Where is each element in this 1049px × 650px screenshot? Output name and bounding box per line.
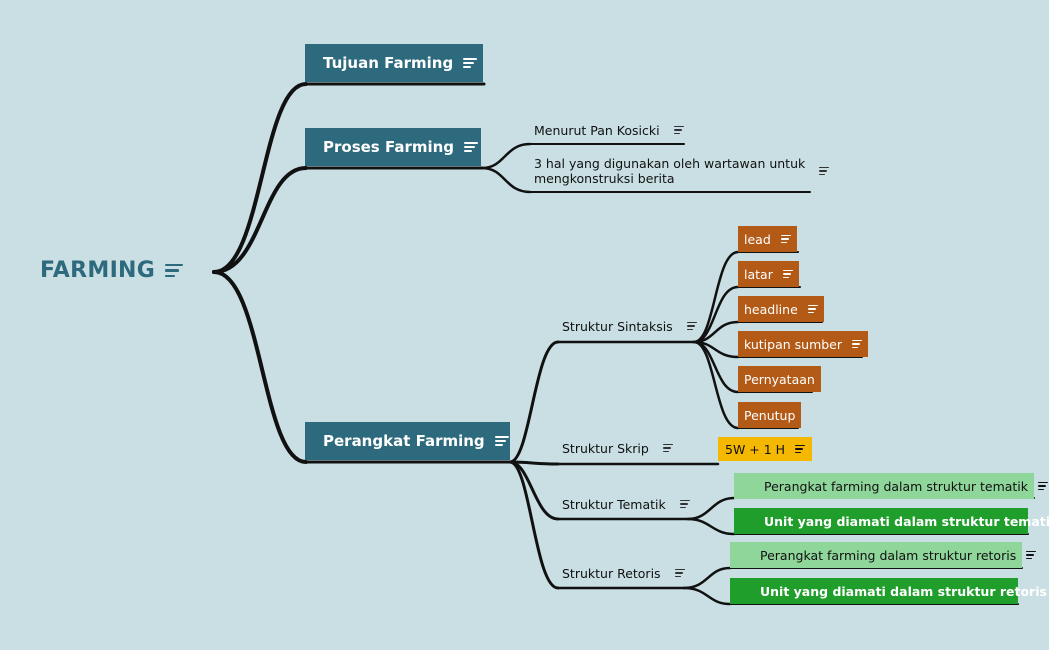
subtopic-label: Struktur Skrip: [562, 440, 649, 456]
branch-sintaksis-penutup: [692, 340, 740, 430]
notes-icon[interactable]: [686, 320, 697, 332]
notes-icon[interactable]: [494, 434, 509, 448]
notes-icon[interactable]: [674, 567, 685, 579]
leaf-latar[interactable]: latar: [738, 261, 799, 287]
leaf-penutup[interactable]: Penutup: [738, 402, 802, 428]
notes-icon[interactable]: [780, 233, 791, 245]
leaf-lead[interactable]: lead: [738, 226, 797, 252]
leaf-perangkat-retoris[interactable]: Perangkat farming dalam struktur retoris: [730, 542, 1037, 568]
topic-tujuan-farming[interactable]: Tujuan Farming: [305, 44, 483, 82]
branch-proses-2: [480, 166, 532, 194]
topic-proses-farming[interactable]: Proses Farming: [305, 128, 481, 166]
leaf-label: Unit yang diamati dalam struktur retoris: [760, 583, 1047, 599]
branch-sintaksis-lead: [692, 250, 740, 344]
branch-tematik-2: [686, 517, 736, 536]
leaf-label: 5W + 1 H: [725, 441, 786, 457]
subtopic-struktur-tematik[interactable]: Struktur Tematik: [562, 494, 690, 514]
leaf-label: latar: [744, 266, 773, 282]
subtopic-label: Struktur Sintaksis: [562, 318, 673, 334]
notes-icon[interactable]: [165, 261, 184, 281]
notes-icon[interactable]: [807, 303, 818, 315]
subtopic-label: Struktur Tematik: [562, 496, 666, 512]
leaf-unit-tematik[interactable]: Unit yang diamati dalam struktur tematik: [734, 508, 1049, 534]
notes-icon[interactable]: [852, 338, 863, 350]
subtopic-3-hal[interactable]: 3 hal yang digunakan oleh wartawan untuk…: [534, 155, 830, 187]
subtopic-label: Menurut Pan Kosicki: [534, 122, 660, 138]
notes-icon[interactable]: [795, 443, 806, 455]
leaf-label: headline: [744, 301, 798, 317]
notes-icon[interactable]: [819, 165, 830, 177]
root-label: FARMING: [40, 258, 156, 283]
leaf-pernyataan[interactable]: Pernyataan: [738, 366, 821, 392]
leaf-label: Unit yang diamati dalam struktur tematik: [764, 513, 1049, 529]
branch-root-proses: [212, 166, 308, 274]
notes-icon[interactable]: [1038, 480, 1049, 492]
notes-icon[interactable]: [1026, 549, 1037, 561]
subtopic-struktur-skrip[interactable]: Struktur Skrip: [562, 438, 673, 458]
leaf-label: lead: [744, 231, 771, 247]
leaf-headline[interactable]: headline: [738, 296, 824, 322]
topic-label: Proses Farming: [323, 138, 455, 156]
leaf-5w-1h[interactable]: 5W + 1 H: [718, 437, 813, 461]
branch-proses-1: [480, 142, 532, 170]
leaf-label: Perangkat farming dalam struktur retoris: [760, 547, 1017, 563]
leaf-label: kutipan sumber: [744, 336, 843, 352]
leaf-label: Pernyataan: [744, 371, 815, 387]
leaf-unit-retoris[interactable]: Unit yang diamati dalam struktur retoris: [730, 578, 1047, 604]
branch-root-perangkat: [212, 270, 308, 464]
topic-label: Tujuan Farming: [323, 54, 454, 72]
subtopic-struktur-retoris[interactable]: Struktur Retoris: [562, 563, 685, 583]
branch-root-tujuan: [212, 82, 308, 274]
notes-icon[interactable]: [673, 124, 684, 136]
subtopic-label: Struktur Retoris: [562, 565, 661, 581]
topic-label: Perangkat Farming: [323, 432, 485, 450]
subtopic-label-multiline: 3 hal yang digunakan oleh wartawan untuk…: [534, 156, 805, 186]
branch-retoris-1: [682, 566, 732, 590]
notes-icon[interactable]: [662, 442, 673, 454]
branch-perangkat-sintaksis: [508, 340, 560, 464]
branch-perangkat-retoris: [508, 460, 560, 590]
leaf-kutipan-sumber[interactable]: kutipan sumber: [738, 331, 869, 357]
subtopic-menurut-pan-kosicki[interactable]: Menurut Pan Kosicki: [534, 120, 684, 140]
notes-icon[interactable]: [782, 268, 793, 280]
notes-icon[interactable]: [464, 140, 479, 154]
subtopic-label-line2: mengkonstruksi berita: [534, 171, 675, 186]
root-topic[interactable]: FARMING: [40, 258, 184, 283]
notes-icon[interactable]: [679, 498, 690, 510]
subtopic-struktur-sintaksis[interactable]: Struktur Sintaksis: [562, 316, 697, 336]
leaf-label: Perangkat farming dalam struktur tematik: [764, 478, 1029, 494]
branch-retoris-2: [682, 586, 732, 606]
branch-tematik-1: [686, 496, 736, 521]
notes-icon[interactable]: [463, 56, 478, 70]
leaf-perangkat-tematik[interactable]: Perangkat farming dalam struktur tematik: [734, 473, 1049, 499]
subtopic-label-line1: 3 hal yang digunakan oleh wartawan untuk: [534, 156, 806, 171]
leaf-label: Penutup: [744, 407, 796, 423]
topic-perangkat-farming[interactable]: Perangkat Farming: [305, 422, 510, 460]
